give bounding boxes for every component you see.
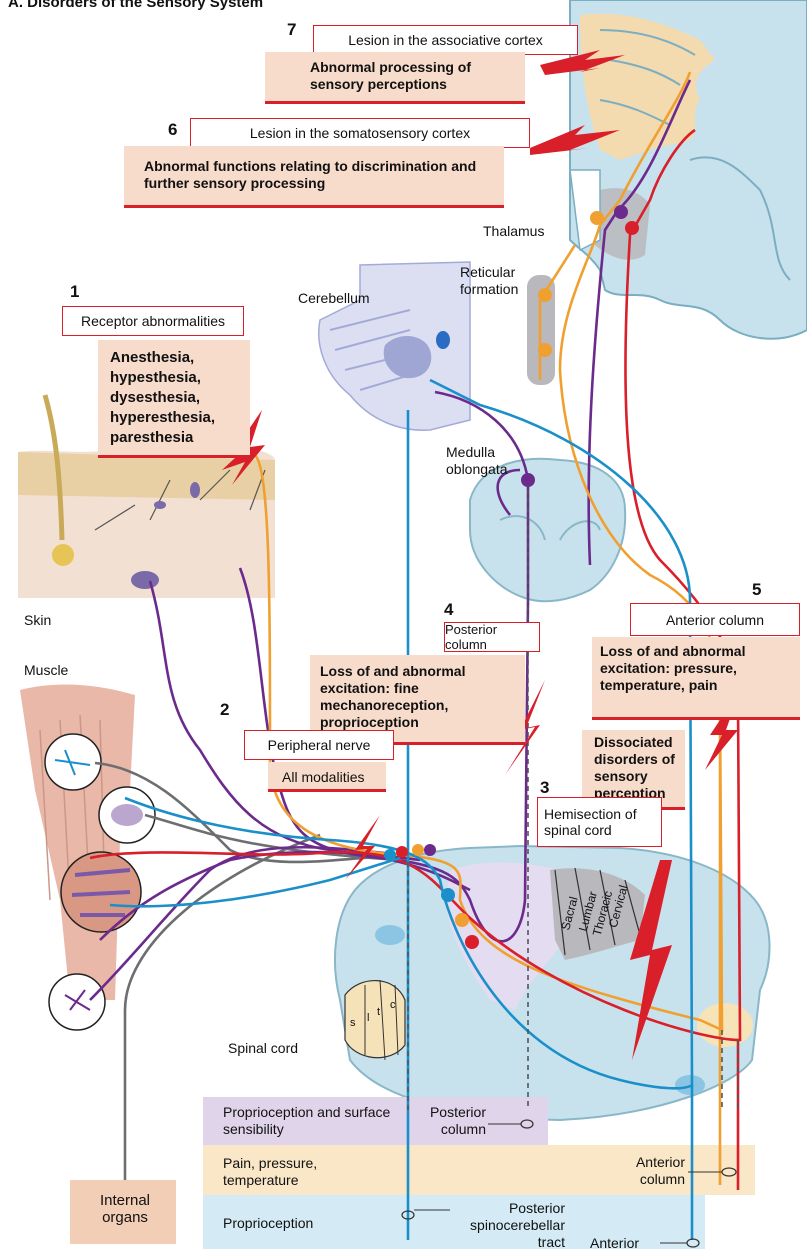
lesion-2-effect: All modalities [268,762,386,792]
skin-label: Skin [24,612,51,629]
lesion-6-label: Lesion in the somatosensory cortex [190,118,530,148]
cerebellum-illustration [319,262,470,430]
lesion-5-label: Anterior column [630,603,800,636]
spinal-cord-illustration [335,846,770,1120]
internal-organs-label: Internal organs [82,1192,168,1226]
medulla-label: Medulla oblongata [446,444,511,478]
lesion-5-number: 5 [752,580,761,600]
lesion-1-effect: Anesthesia, hypesthesia, dysesthesia, hy… [98,340,250,458]
column-letter-t: t [377,1004,380,1021]
thalamus-label: Thalamus [483,223,544,240]
muscle-illustration [20,685,155,1030]
lesion-7-effect: Abnormal processing of sensory perceptio… [265,52,525,104]
lesion-2-number: 2 [220,700,229,720]
column-letter-l: l [367,1010,369,1027]
lesion-1-label: Receptor abnormalities [62,306,244,336]
band-purple-label: Proprioception and surface sensibility [203,1104,393,1138]
band-orange-label: Pain, pressure, temperature [203,1155,393,1189]
column-letter-s: s [350,1015,356,1032]
lesion-5-effect: Loss of and abnormal excitation: pressur… [592,637,800,720]
lesion-6-effect: Abnormal functions relating to discrimin… [124,146,504,208]
spinal-cord-label: Spinal cord [228,1040,298,1057]
lesion-4-label: Posterior column [444,622,540,652]
lesion-7-label: Lesion in the associative cortex [313,25,578,55]
anterior-tract-label: Anterior [590,1235,639,1252]
lesion-1-number: 1 [70,282,79,302]
medulla-illustration [470,459,625,601]
lesion-6-number: 6 [168,120,177,140]
lesion-3-number: 3 [540,778,549,798]
lesion-7-number: 7 [287,20,296,40]
posterior-spinocerebellar-label: Posterior spinocerebellar tract [450,1200,565,1251]
reticular-formation-label: Reticular formation [460,264,530,298]
lesion-2-label: Peripheral nerve [244,730,394,760]
cerebellum-label: Cerebellum [298,290,370,307]
band-blue-label: Proprioception [203,1215,393,1232]
anterior-column-label: Anterior column [615,1154,685,1188]
brain-illustration [570,0,807,339]
lesion-4-number: 4 [444,600,453,620]
column-letter-c: c [390,997,396,1014]
muscle-label: Muscle [24,662,68,679]
lesion-3-label: Hemisection of spinal cord [537,797,662,847]
diagram-title: A. Disorders of the Sensory System [8,0,263,11]
posterior-column-label: Posterior column [416,1104,486,1138]
